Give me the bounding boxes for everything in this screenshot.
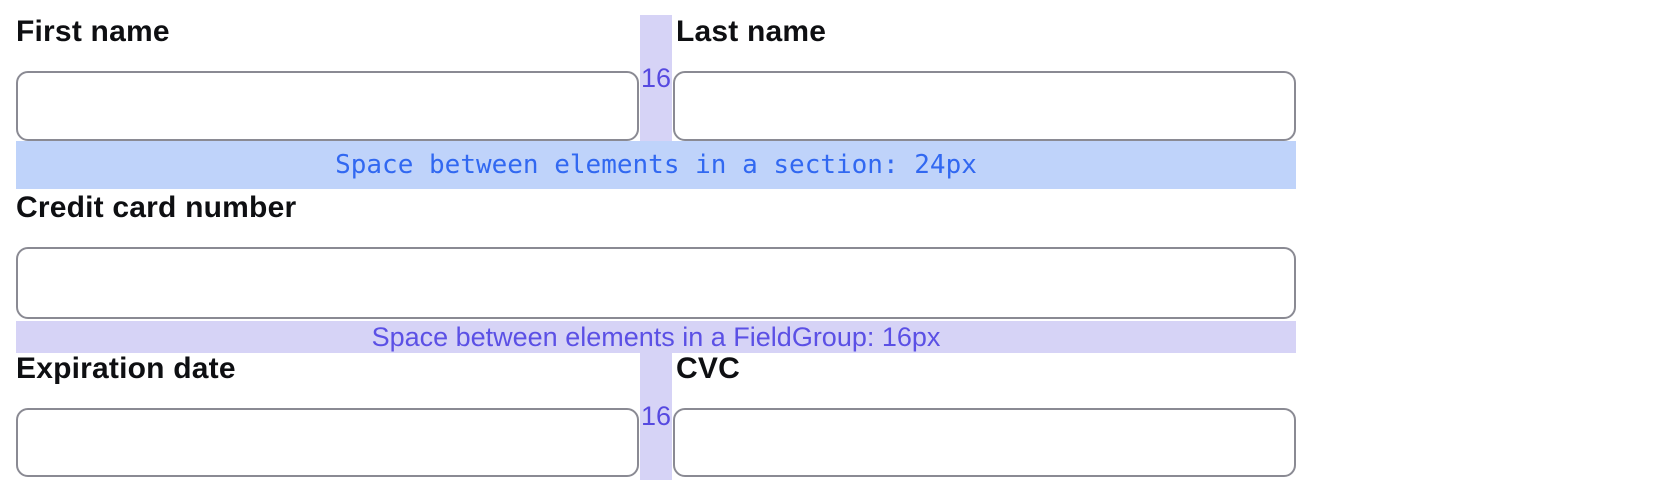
first-name-input[interactable] [16,71,639,141]
last-name-label: Last name [676,15,827,48]
fieldgroup-gap-band-text: Space between elements in a FieldGroup: … [371,322,941,352]
last-name-input[interactable] [673,71,1296,141]
expiration-date-label: Expiration date [16,352,236,385]
credit-card-number-input[interactable] [16,247,1296,319]
column-gap-value-bottom: 16 [640,401,672,431]
column-gap-value-top: 16 [640,63,672,93]
section-gap-band: Space between elements in a section: 24p… [16,141,1296,189]
cvc-label: CVC [676,352,740,385]
fieldgroup-gap-band: Space between elements in a FieldGroup: … [16,321,1296,353]
cvc-input[interactable] [673,408,1296,477]
credit-card-number-label: Credit card number [16,191,297,224]
first-name-label: First name [16,15,170,48]
column-gap-spacer-top: 16 [640,15,672,141]
column-gap-spacer-bottom: 16 [640,353,672,480]
expiration-date-input[interactable] [16,408,639,477]
section-gap-band-text: Space between elements in a section: 24p… [335,150,977,180]
